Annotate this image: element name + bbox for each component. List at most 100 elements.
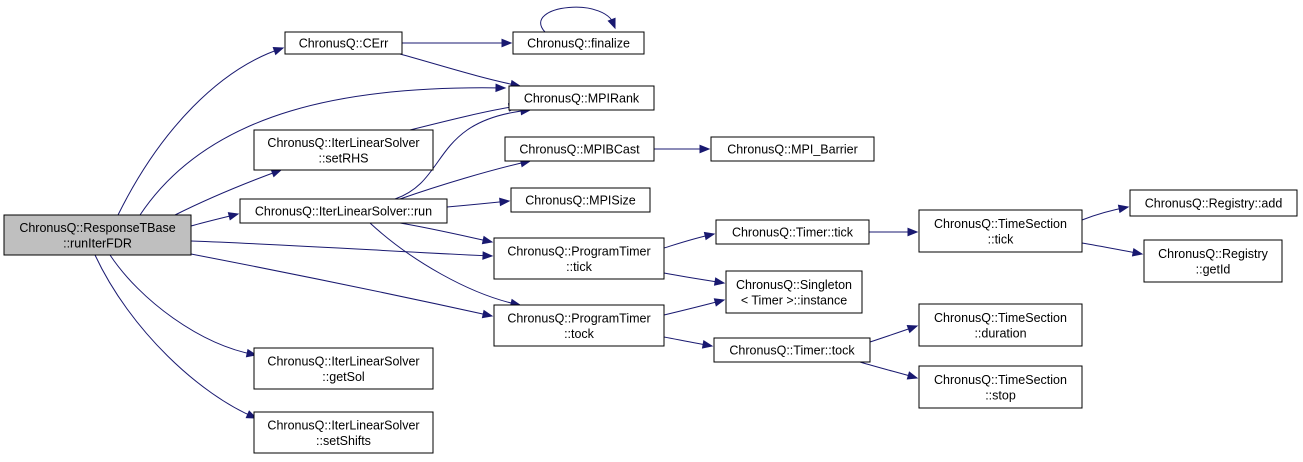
node-box bbox=[508, 85, 655, 111]
node-label-line: ChronusQ::IterLinearSolver bbox=[267, 136, 419, 150]
edge-arrowhead bbox=[227, 212, 240, 221]
node-label-line: ChronusQ::ResponseTBase bbox=[19, 221, 175, 235]
node-label-line: ChronusQ::Registry bbox=[1158, 247, 1269, 261]
edge-run-to-mpisize bbox=[446, 197, 511, 208]
edge-line bbox=[174, 169, 282, 216]
node-label-line: ChronusQ::TimeSection bbox=[934, 311, 1067, 325]
edge-line bbox=[540, 6, 616, 33]
node-mpisize[interactable]: ChronusQ::MPISize bbox=[510, 187, 651, 213]
node-ttick[interactable]: ChronusQ::Timer::tick bbox=[715, 219, 870, 245]
node-box bbox=[1129, 189, 1298, 217]
node-label-line: ::getSol bbox=[322, 370, 364, 384]
edge-arrowhead bbox=[1131, 248, 1144, 257]
node-singleton[interactable]: ChronusQ::Singleton< Timer >::instance bbox=[725, 270, 863, 314]
node-label-line: < Timer >::instance bbox=[741, 293, 847, 307]
edge-arrowhead bbox=[501, 38, 513, 48]
node-mpirank[interactable]: ChronusQ::MPIRank bbox=[508, 85, 655, 111]
node-box bbox=[715, 219, 870, 245]
node-label-line: ChronusQ::MPIRank bbox=[524, 92, 640, 106]
node-ttock[interactable]: ChronusQ::Timer::tock bbox=[713, 337, 871, 363]
edge-ptock-to-singleton bbox=[663, 298, 726, 316]
node-label-line: ::setRHS bbox=[318, 151, 368, 165]
node-box bbox=[493, 237, 665, 280]
node-label-line: ChronusQ::Singleton bbox=[736, 278, 852, 292]
edge-root-to-cerr bbox=[117, 46, 285, 216]
edge-root-to-setshifts bbox=[94, 254, 258, 419]
node-tsduration[interactable]: ChronusQ::TimeSection::duration bbox=[918, 303, 1083, 347]
node-cerr[interactable]: ChronusQ::CErr bbox=[284, 31, 403, 55]
node-label-line: ChronusQ::IterLinearSolver bbox=[267, 354, 419, 368]
node-setshifts[interactable]: ChronusQ::IterLinearSolver::setShifts bbox=[253, 411, 434, 454]
node-label-line: ChronusQ::Timer::tick bbox=[732, 226, 854, 240]
edge-arrowhead bbox=[906, 371, 919, 380]
node-tsstop[interactable]: ChronusQ::TimeSection::stop bbox=[918, 365, 1083, 409]
edge-line bbox=[394, 109, 531, 200]
node-root[interactable]: ChronusQ::ResponseTBase::runIterFDR bbox=[3, 214, 192, 256]
edge-arrowhead bbox=[713, 298, 726, 307]
node-box bbox=[493, 304, 665, 347]
edge-line bbox=[94, 254, 257, 419]
node-box bbox=[510, 187, 651, 213]
node-label-line: ::stop bbox=[985, 388, 1016, 402]
edge-ttock-to-tsstop bbox=[859, 361, 919, 380]
node-box bbox=[918, 209, 1083, 253]
node-label-line: ChronusQ::TimeSection bbox=[934, 373, 1067, 387]
node-label-line: ChronusQ::MPISize bbox=[525, 194, 636, 208]
node-label-line: ChronusQ::TimeSection bbox=[934, 217, 1067, 231]
edge-ttick-to-tstick bbox=[868, 227, 919, 237]
node-run[interactable]: ChronusQ::IterLinearSolver::run bbox=[239, 198, 448, 224]
node-box bbox=[725, 270, 863, 314]
edge-arrowhead bbox=[699, 144, 711, 154]
node-ptock[interactable]: ChronusQ::ProgramTimer::tock bbox=[493, 304, 665, 347]
edge-line bbox=[190, 240, 493, 257]
edge-ptock-to-ttock bbox=[663, 336, 714, 349]
node-label-line: ChronusQ::ProgramTimer bbox=[507, 244, 650, 258]
edge-tstick-to-regadd bbox=[1081, 204, 1130, 221]
edge-arrowhead bbox=[906, 325, 919, 334]
node-box bbox=[918, 303, 1083, 347]
node-box bbox=[284, 31, 403, 55]
edge-line bbox=[190, 253, 493, 317]
edge-arrowhead bbox=[481, 235, 494, 245]
node-label-line: ChronusQ::finalize bbox=[527, 37, 630, 51]
node-ptick[interactable]: ChronusQ::ProgramTimer::tick bbox=[493, 237, 665, 280]
node-label-line: ::setShifts bbox=[316, 434, 371, 448]
node-label-line: ::tick bbox=[566, 260, 592, 274]
edge-line bbox=[399, 53, 521, 87]
edge-run-to-ptick bbox=[399, 222, 494, 245]
node-regadd[interactable]: ChronusQ::Registry::add bbox=[1129, 189, 1298, 217]
node-label-line: ChronusQ::MPI_Barrier bbox=[727, 143, 858, 157]
node-label-line: ChronusQ::IterLinearSolver bbox=[267, 418, 419, 432]
edge-arrowhead bbox=[1117, 204, 1130, 214]
nodes-layer: ChronusQ::ResponseTBase::runIterFDRChron… bbox=[3, 31, 1298, 454]
node-label-line: ::runIterFDR bbox=[63, 236, 132, 250]
edge-cerr-to-finalize bbox=[401, 38, 513, 48]
node-getsol[interactable]: ChronusQ::IterLinearSolver::getSol bbox=[253, 347, 434, 390]
edge-line bbox=[139, 87, 506, 216]
node-reggetid[interactable]: ChronusQ::Registry::getId bbox=[1143, 239, 1283, 283]
edge-arrowhead bbox=[272, 46, 285, 56]
edge-ptick-to-singleton bbox=[663, 272, 726, 286]
node-box bbox=[3, 214, 192, 256]
edge-mpibcast-to-mpibarrier bbox=[653, 144, 711, 154]
node-box bbox=[512, 31, 645, 55]
node-box bbox=[239, 198, 448, 224]
edge-line bbox=[399, 160, 531, 200]
edge-root-to-ptock bbox=[190, 253, 494, 319]
node-tstick[interactable]: ChronusQ::TimeSection::tick bbox=[918, 209, 1083, 253]
node-mpibarrier[interactable]: ChronusQ::MPI_Barrier bbox=[710, 136, 875, 162]
node-setrhs[interactable]: ChronusQ::IterLinearSolver::setRHS bbox=[253, 129, 434, 171]
edge-tstick-to-reggetid bbox=[1081, 242, 1144, 257]
node-label-line: ChronusQ::Registry::add bbox=[1145, 197, 1283, 211]
node-box bbox=[713, 337, 871, 363]
edge-root-to-mpirank bbox=[139, 83, 507, 216]
node-box bbox=[710, 136, 875, 162]
node-mpibcast[interactable]: ChronusQ::MPIBCast bbox=[504, 136, 655, 162]
node-finalize[interactable]: ChronusQ::finalize bbox=[512, 31, 645, 55]
edge-line bbox=[117, 47, 284, 216]
edge-arrowhead bbox=[907, 227, 919, 237]
edge-ptick-to-ttick bbox=[663, 231, 716, 249]
edge-root-to-run bbox=[190, 212, 240, 227]
node-box bbox=[253, 411, 434, 454]
edge-root-to-ptick bbox=[190, 240, 494, 260]
